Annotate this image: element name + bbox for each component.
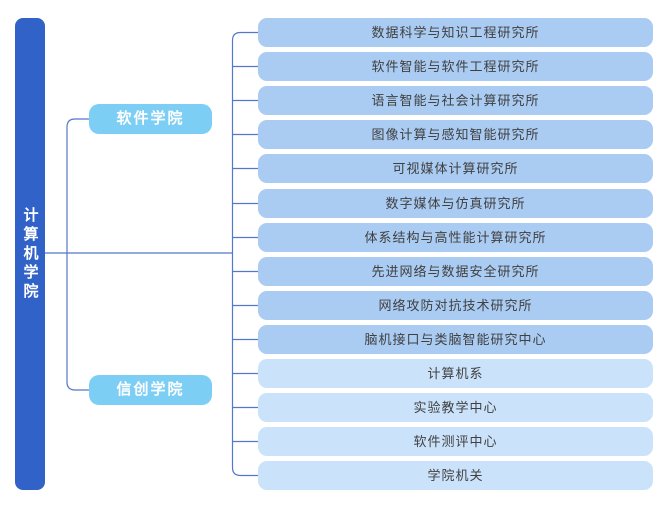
leaf-node[interactable]: 实验教学中心 <box>258 393 653 422</box>
leaf-node[interactable]: 体系结构与高性能计算研究所 <box>258 223 653 252</box>
leaf-trunk-line <box>231 31 258 477</box>
leaf-node[interactable]: 软件智能与软件工程研究所 <box>258 52 653 81</box>
leaf-node[interactable]: 先进网络与数据安全研究所 <box>258 257 653 286</box>
leaf-node[interactable]: 计算机系 <box>258 359 653 388</box>
leaf-node[interactable]: 可视媒体计算研究所 <box>258 154 653 183</box>
leaf-node[interactable]: 脑机接口与类脑智能研究中心 <box>258 325 653 354</box>
branch-node-software-college[interactable]: 软件学院 <box>89 104 212 134</box>
leaf-node[interactable]: 网络攻防对抗技术研究所 <box>258 291 653 320</box>
root-node[interactable]: 计算机学院 <box>15 18 45 490</box>
leaf-node[interactable]: 数字媒体与仿真研究所 <box>258 189 653 218</box>
leaf-node[interactable]: 语言智能与社会计算研究所 <box>258 86 653 115</box>
leaf-node[interactable]: 图像计算与感知智能研究所 <box>258 120 653 149</box>
leaf-node[interactable]: 数据科学与知识工程研究所 <box>258 18 653 47</box>
leaf-node[interactable]: 学院机关 <box>258 461 653 490</box>
branch-trunk-line <box>66 118 89 391</box>
root-node-label: 计算机学院 <box>21 206 39 302</box>
leaf-node[interactable]: 软件测评中心 <box>258 427 653 456</box>
branch-node-xinchuang-college[interactable]: 信创学院 <box>89 375 212 405</box>
